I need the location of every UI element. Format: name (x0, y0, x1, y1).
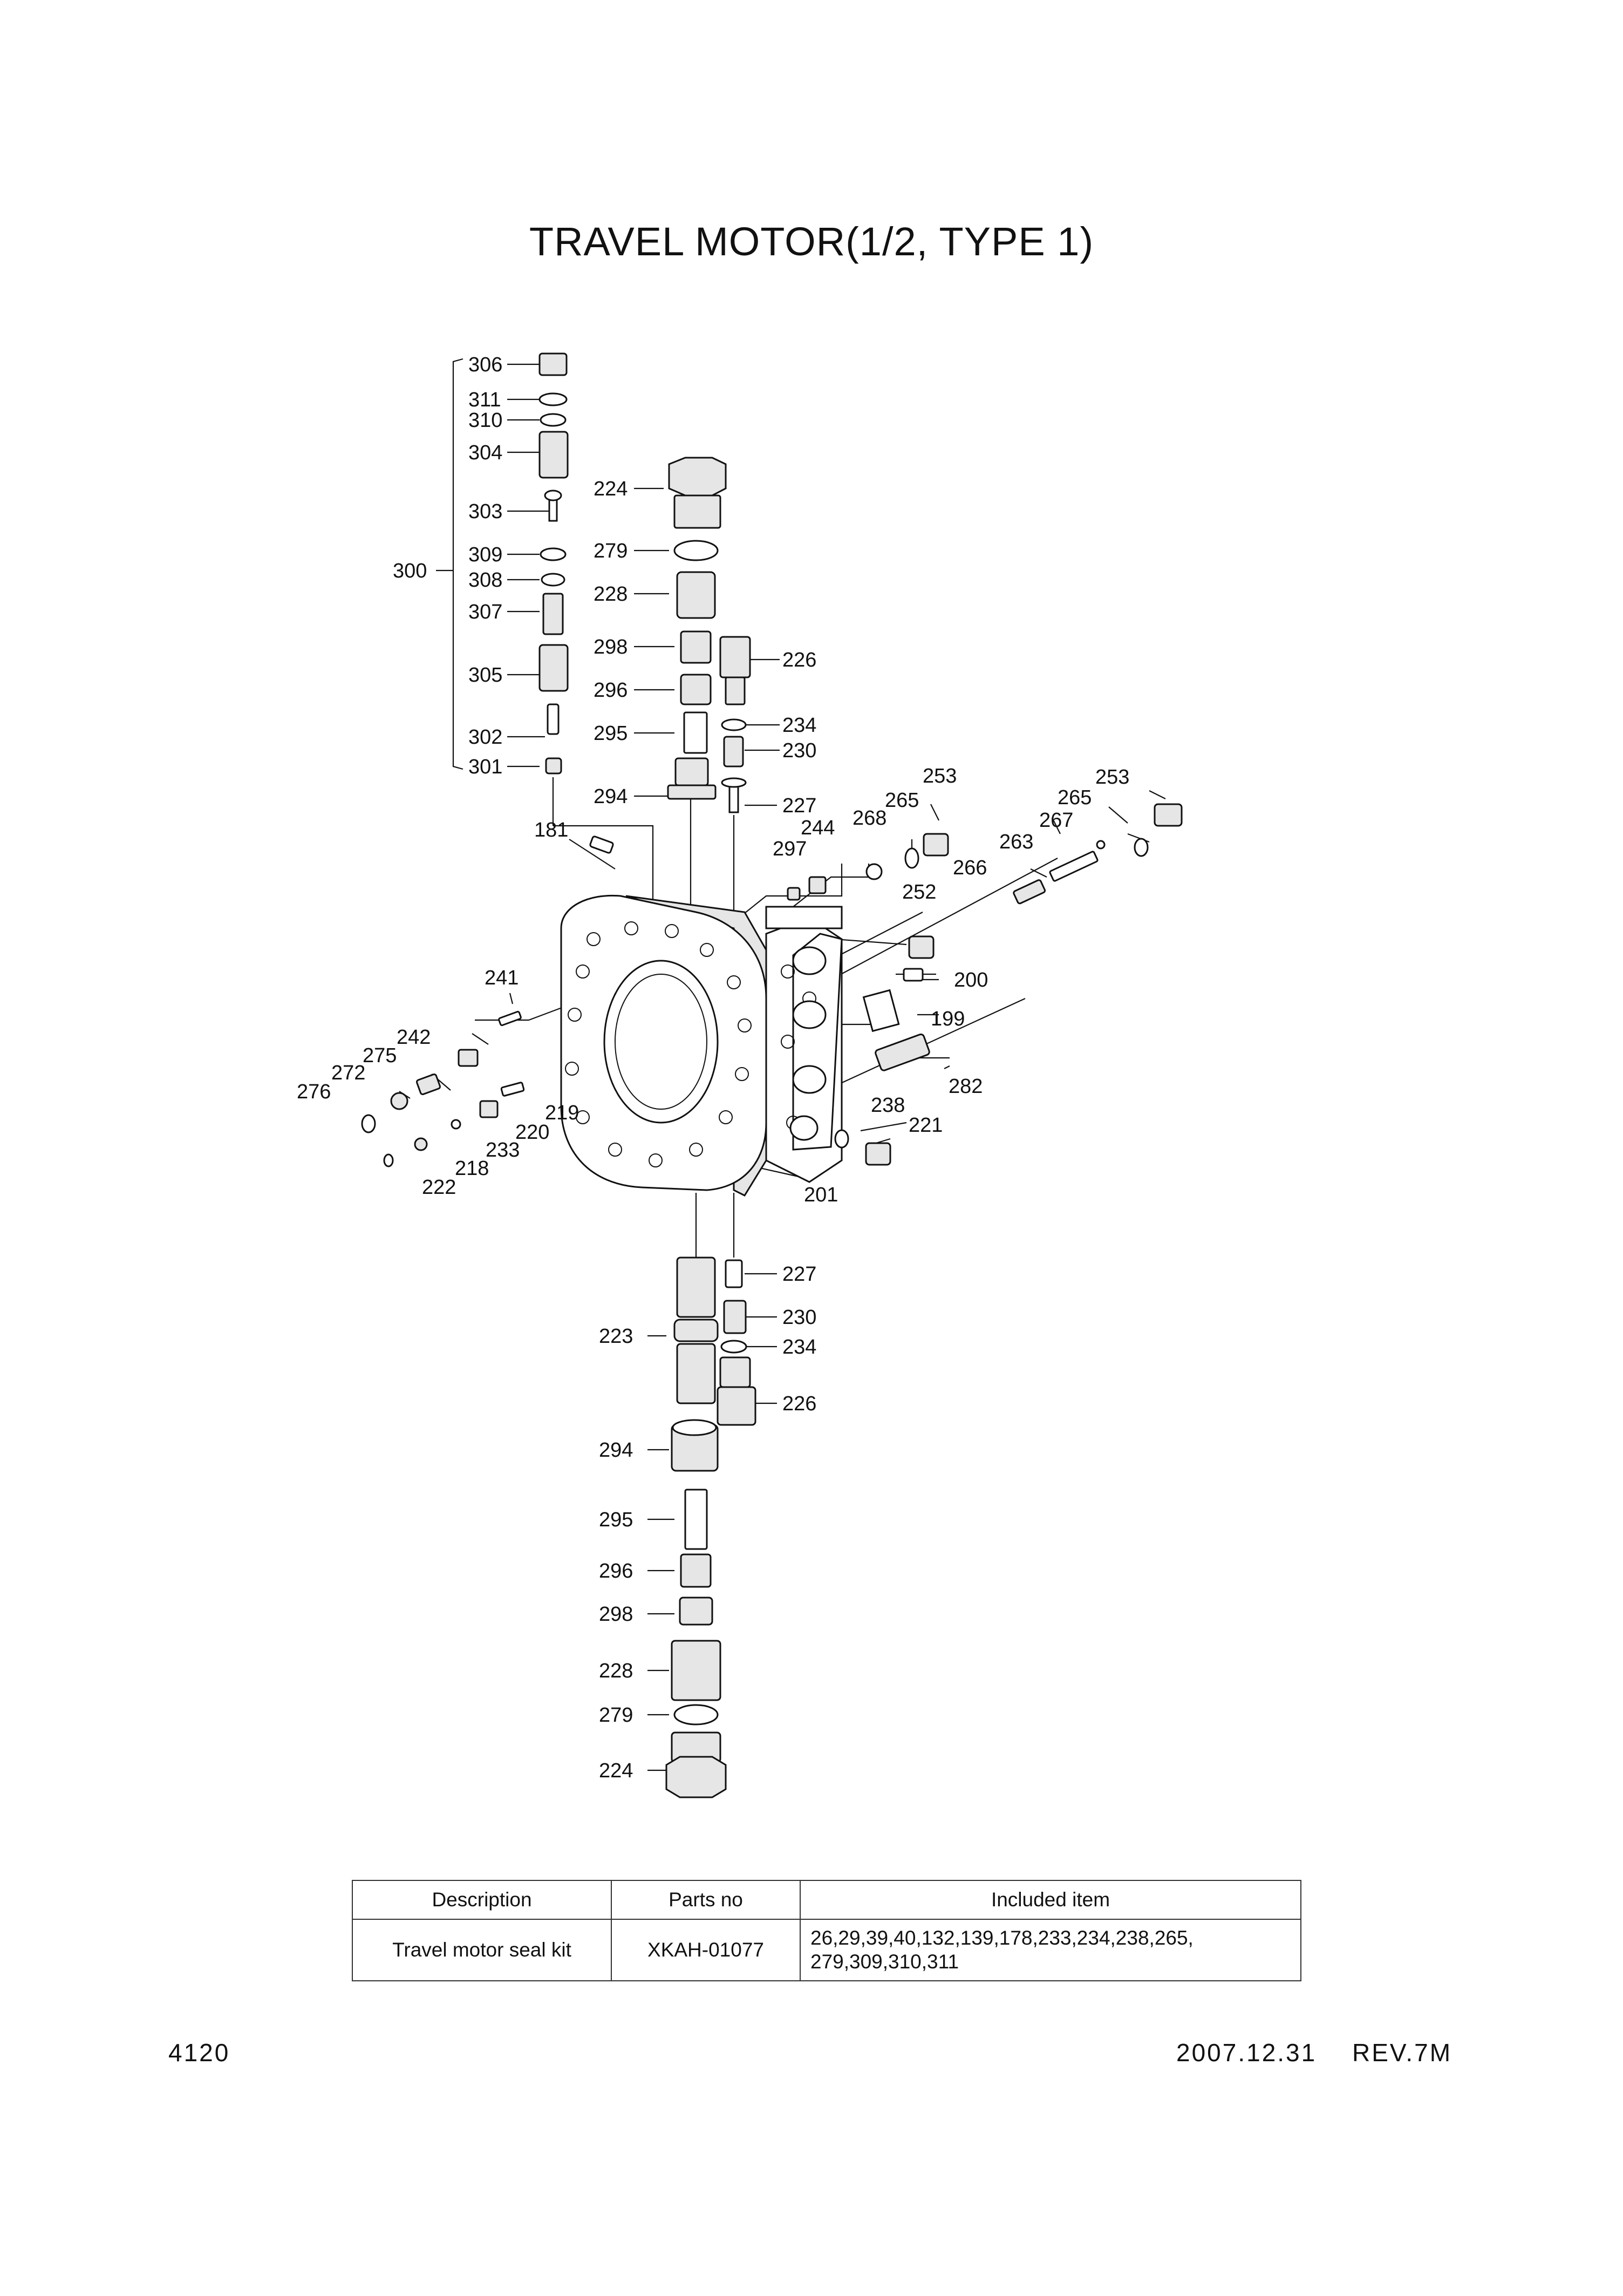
callout-label: 272 (331, 1062, 365, 1084)
callout-label: 227 (782, 1263, 816, 1286)
callout-label: 233 (486, 1139, 520, 1161)
callout-label: 268 (853, 807, 886, 830)
callout-label: 279 (599, 1704, 633, 1727)
revision-code: REV.7M (1352, 2039, 1452, 2067)
revision-date: 2007.12.31 (1176, 2039, 1317, 2067)
leader-lines (399, 363, 1166, 1771)
column-header: Parts no (611, 1880, 801, 1920)
right-side-parts (589, 803, 1183, 1166)
callout-label: 223 (599, 1325, 633, 1348)
callout-label: 300 (393, 560, 427, 582)
callout-label: 228 (599, 1660, 633, 1682)
callout-label: 296 (594, 679, 628, 702)
callout-label: 306 (468, 354, 502, 376)
callout-label: 298 (594, 636, 628, 658)
callout-label: 222 (422, 1176, 456, 1199)
table-row: Travel motor seal kit XKAH-01077 26,29,3… (352, 1919, 1301, 1981)
callout-label: 310 (468, 409, 502, 432)
left-side-parts (361, 1010, 525, 1167)
callout-label: 295 (599, 1509, 633, 1531)
callout-label: 298 (599, 1603, 633, 1626)
callout-label: 238 (871, 1094, 905, 1117)
callout-label: 219 (545, 1102, 579, 1124)
callout-label: 242 (397, 1026, 431, 1049)
upper-center-parts (667, 457, 751, 813)
callout-label: 265 (885, 789, 919, 812)
callout-label: 218 (455, 1157, 489, 1180)
callout-label: 234 (782, 1336, 816, 1358)
relief-valve-assembly-300 (538, 352, 569, 775)
kit-description: Travel motor seal kit (352, 1919, 612, 1981)
callout-label: 226 (782, 1392, 816, 1415)
callout-label: 309 (468, 544, 502, 566)
callout-label: 224 (599, 1760, 633, 1782)
callout-label: 221 (909, 1114, 943, 1137)
callout-label: 266 (953, 857, 987, 879)
callout-label: 275 (363, 1044, 397, 1067)
callout-label: 296 (599, 1560, 633, 1582)
callout-label: 234 (782, 714, 816, 737)
callout-label: 230 (782, 739, 816, 762)
callout-label: 253 (1095, 766, 1129, 789)
callout-label: 199 (931, 1008, 965, 1030)
callout-label: 227 (782, 794, 816, 817)
callout-label: 302 (468, 726, 502, 749)
callout-label: 201 (804, 1184, 838, 1206)
callout-label: 307 (468, 601, 502, 623)
callout-label: 220 (515, 1121, 549, 1144)
callout-label: 267 (1039, 809, 1073, 832)
callout-label: 311 (468, 389, 501, 411)
callout-label: 252 (902, 881, 936, 904)
callout-label: 297 (773, 838, 807, 860)
callout-label: 301 (468, 756, 502, 778)
callout-label: 224 (594, 478, 628, 500)
callout-label: 279 (594, 540, 628, 562)
callout-label: 241 (485, 967, 519, 989)
callout-label: 294 (594, 785, 628, 808)
assembly-300-bracket (436, 358, 463, 770)
included-items-line: 279,309,310,311 (810, 1951, 959, 1973)
callout-label: 228 (594, 583, 628, 606)
callout-labels: 306 311 310 304 303 309 308 307 305 302 … (297, 354, 1129, 1782)
page-number: 4120 (168, 2039, 230, 2067)
callout-label: 308 (468, 569, 502, 592)
column-header: Description (352, 1880, 612, 1920)
callout-label: 200 (954, 969, 988, 991)
included-items-line: 26,29,39,40,132,139,178,233,234,238,265, (810, 1927, 1194, 1949)
callout-label: 226 (782, 649, 816, 671)
callout-label: 244 (801, 817, 835, 839)
callout-label: 181 (534, 819, 568, 841)
table-header-row: Description Parts no Included item (352, 1880, 1301, 1920)
callout-label: 294 (599, 1439, 633, 1462)
callout-label: 230 (782, 1306, 816, 1329)
callout-label: 276 (297, 1081, 331, 1103)
callout-label: 305 (468, 664, 502, 687)
lower-stack-parts (665, 1256, 756, 1798)
page-title: TRAVEL MOTOR(1/2, TYPE 1) (529, 219, 1094, 264)
motor-housing-201 (560, 894, 843, 1197)
callout-label: 295 (594, 722, 628, 745)
callout-label: 282 (949, 1075, 983, 1098)
column-header: Included item (800, 1880, 1301, 1920)
kit-parts-number: XKAH-01077 (611, 1919, 801, 1981)
callout-label: 265 (1058, 786, 1092, 809)
callout-label: 304 (468, 441, 502, 464)
callout-label: 303 (468, 500, 502, 523)
callout-label: 263 (999, 831, 1033, 853)
callout-label: 253 (923, 765, 957, 787)
seal-kit-table: Description Parts no Included item Trave… (352, 1880, 1301, 1981)
kit-included-items: 26,29,39,40,132,139,178,233,234,238,265,… (800, 1919, 1301, 1981)
